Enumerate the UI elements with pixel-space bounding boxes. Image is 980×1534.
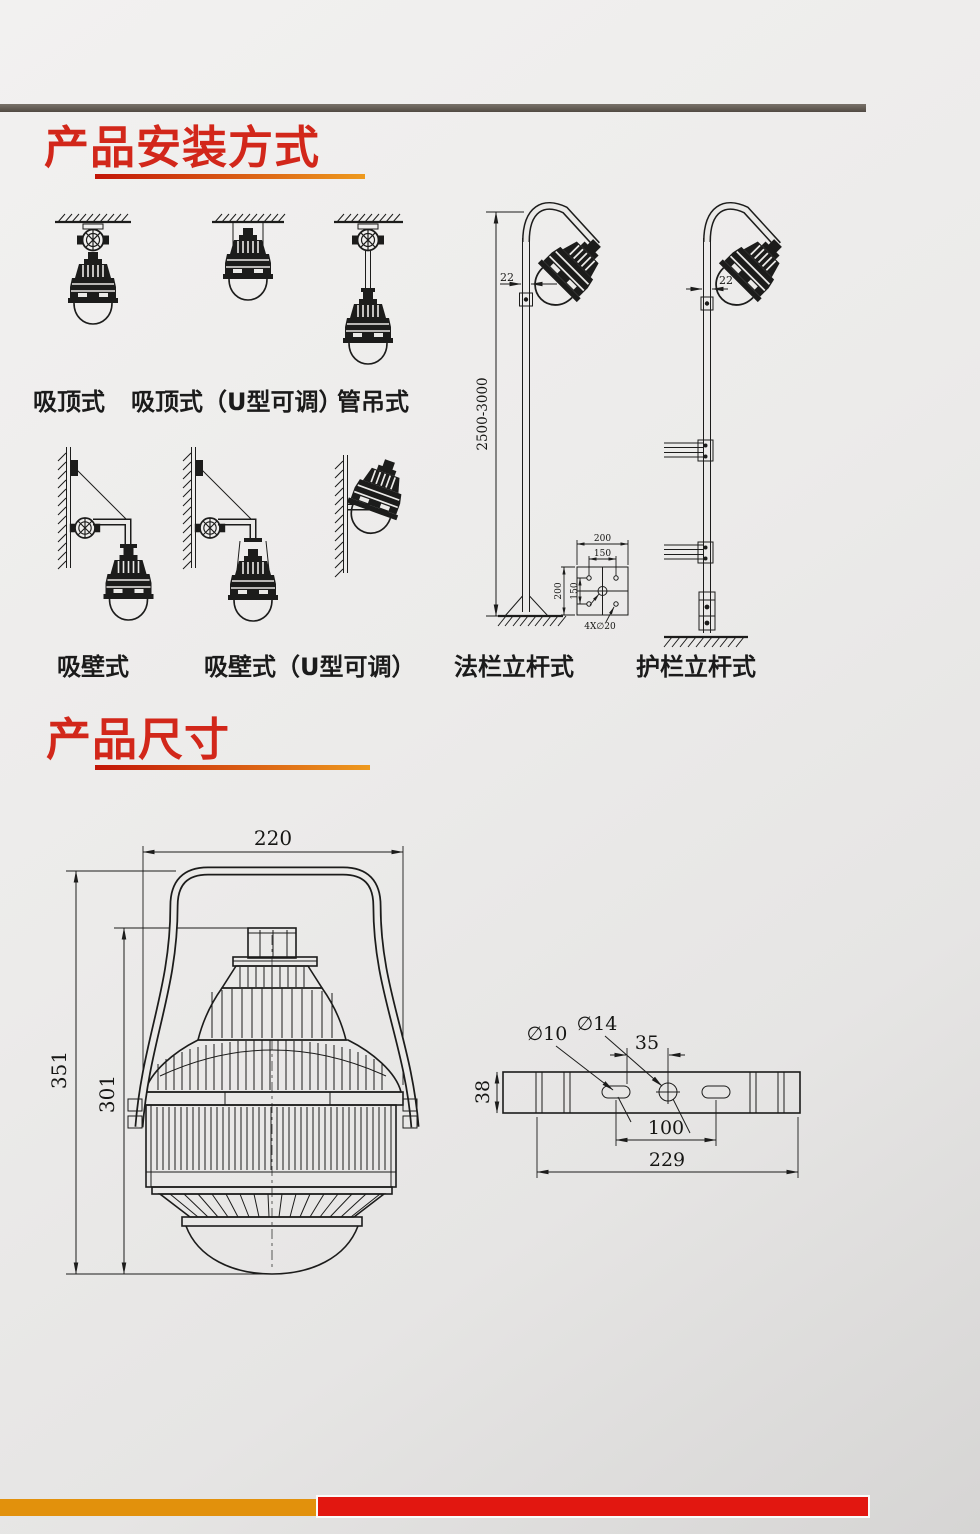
install-method-label-pipe: 管吊式	[337, 388, 409, 416]
dim-bracket-bar-width: 38	[472, 1080, 494, 1104]
dim-front-body-height: 301	[95, 1075, 119, 1113]
dim-rail-pole-pipe-dia: 22	[719, 274, 733, 287]
install-method-label-wall: 吸壁式	[57, 653, 129, 681]
diagram-ceiling-mount	[55, 213, 131, 325]
dim-pole-height: 2500-3000	[475, 377, 491, 450]
flange-plate-detail: 200 150 200 150 4X∅20	[554, 534, 629, 632]
top-divider-rule	[0, 104, 866, 112]
section-title-dimensions: 产品尺寸	[46, 713, 231, 766]
footer-red-bar	[318, 1497, 868, 1516]
diagram-pipe-pendant-mount	[334, 213, 403, 365]
dim-plate-bolt-span-x: 150	[594, 549, 611, 559]
dim-bracket-hole-offset: 35	[635, 1032, 659, 1054]
install-method-label-wall-u: 吸壁式（U型可调）	[204, 653, 416, 681]
dim-bracket-length: 229	[649, 1149, 685, 1171]
dim-bracket-center-hole-dia: ∅14	[577, 1013, 618, 1035]
dim-bracket-slot-dia: ∅10	[527, 1023, 568, 1045]
dims-title-underline	[95, 765, 370, 770]
dim-plate-holes: 4X∅20	[584, 622, 616, 632]
diagram-bracket-dimensions: 38 35 ∅10 ∅14 100 229	[472, 1013, 801, 1178]
diagram-wall-side-mount	[334, 451, 416, 578]
install-method-label-ceiling-u: 吸顶式（U型可调）	[131, 388, 343, 416]
diagram-ceiling-mount-u	[212, 213, 286, 301]
diagram-flange-pole: 2500-3000 22	[475, 202, 629, 632]
dim-plate-width: 200	[594, 534, 611, 544]
install-method-label-rail-pole: 护栏立杆式	[636, 653, 756, 681]
section-title-install: 产品安装方式	[44, 121, 321, 174]
dim-plate-height: 200	[554, 582, 564, 599]
diagram-rail-pole: 22	[663, 202, 799, 648]
dim-bracket-slot-span: 100	[648, 1117, 684, 1139]
dim-front-width: 220	[254, 826, 292, 850]
dim-plate-bolt-span-y: 150	[570, 582, 580, 599]
footer-orange-bar	[0, 1499, 318, 1516]
install-method-label-flange-pole: 法栏立杆式	[454, 653, 574, 681]
diagram-wall-mount	[57, 447, 155, 621]
diagram-wall-mount-u	[182, 447, 279, 622]
install-method-label-ceiling: 吸顶式	[33, 388, 105, 416]
dim-pole-pipe-dia: 22	[500, 271, 514, 284]
install-title-underline	[95, 174, 365, 179]
diagram-front-dimensions: 220 351 301	[47, 826, 420, 1275]
dim-front-total-height: 351	[47, 1051, 71, 1089]
